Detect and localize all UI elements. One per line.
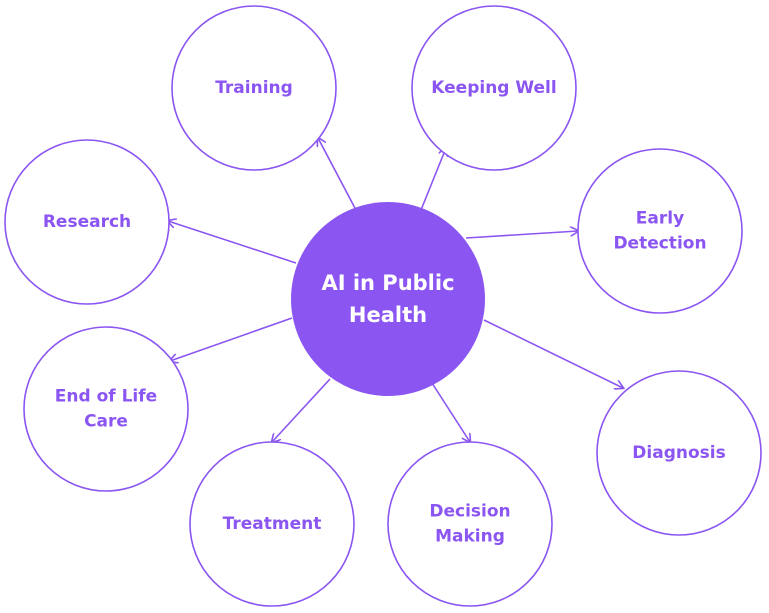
hub-label-line-2: Health xyxy=(349,303,427,327)
node-label-research: Research xyxy=(43,212,131,232)
node-label-diagnosis: Diagnosis xyxy=(632,443,725,463)
arrow-to-end-of-life-care xyxy=(170,317,293,361)
node-training: Training xyxy=(171,5,337,171)
node-label-early-detection-line-2: Detection xyxy=(613,234,706,254)
arrow-to-decision-making xyxy=(431,382,470,442)
arrow-to-treatment xyxy=(272,378,331,442)
hub-circle xyxy=(291,202,485,396)
node-label-end-of-life-care-line-1: End of Life xyxy=(55,387,157,407)
node-diagnosis: Diagnosis xyxy=(596,370,762,536)
node-research: Research xyxy=(4,139,170,305)
hub-label-line-1: AI in Public xyxy=(321,271,454,295)
node-keeping-well: Keeping Well xyxy=(411,5,577,171)
node-circle-training xyxy=(171,5,337,171)
node-label-keeping-well: Keeping Well xyxy=(431,78,556,98)
node-circle-decision-making xyxy=(387,441,553,607)
node-label-early-detection-line-1: Early xyxy=(636,209,684,229)
arrow-to-diagnosis xyxy=(483,319,623,388)
node-treatment: Treatment xyxy=(189,441,355,607)
node-label-decision-making-line-1: Decision xyxy=(429,502,510,522)
node-circle-end-of-life-care xyxy=(23,326,189,492)
node-label-training: Training xyxy=(215,78,293,98)
arrow-to-early-detection xyxy=(465,231,578,239)
node-circle-early-detection xyxy=(577,148,743,314)
node-circle-treatment xyxy=(189,441,355,607)
arrow-to-research xyxy=(168,221,297,264)
node-label-end-of-life-care-line-2: Care xyxy=(84,412,128,432)
node-circle-research xyxy=(4,139,170,305)
connectors xyxy=(168,138,623,442)
node-label-decision-making-line-2: Making xyxy=(435,527,505,547)
node-circle-keeping-well xyxy=(411,5,577,171)
node-circle-diagnosis xyxy=(596,370,762,536)
node-label-treatment: Treatment xyxy=(223,514,322,534)
arrow-to-keeping-well xyxy=(420,148,446,211)
arrow-to-training xyxy=(318,138,357,211)
